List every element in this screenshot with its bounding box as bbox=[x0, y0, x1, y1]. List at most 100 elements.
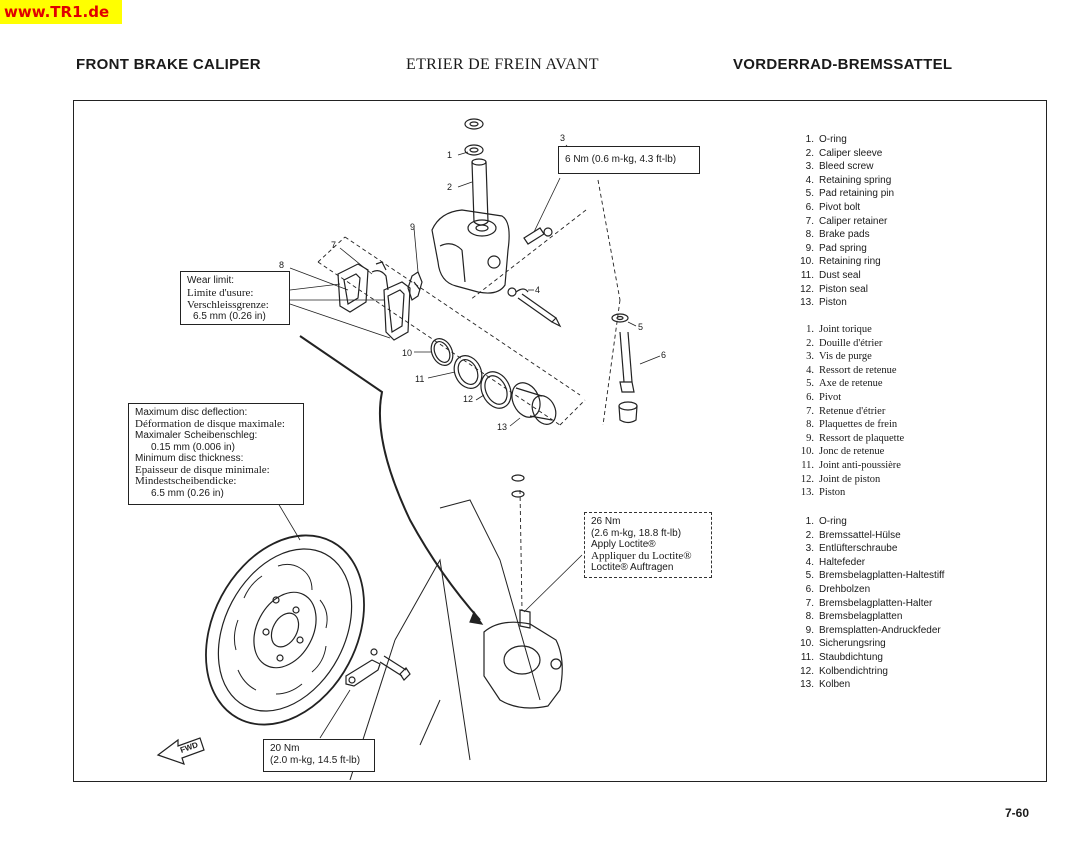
title-german: VORDERRAD-BREMSSATTEL bbox=[733, 56, 953, 73]
dust-seal-part bbox=[453, 355, 483, 389]
disc-deflection-value: 0.15 mm (0.006 in) bbox=[151, 441, 235, 453]
wear-limit-en: Wear limit: bbox=[187, 275, 235, 286]
list-item: 12.Joint de piston bbox=[800, 473, 881, 485]
list-item: 4.Haltefeder bbox=[805, 556, 866, 568]
torque-spec-caliper-bolt: 26 Nm (2.6 m-kg, 18.8 ft-lb) Apply Locti… bbox=[584, 512, 712, 578]
callout-10: 10 bbox=[402, 348, 413, 358]
pad-retaining-pin-part bbox=[517, 293, 629, 328]
fwd-arrow-icon bbox=[156, 737, 205, 765]
callout-9: 9 bbox=[410, 222, 416, 232]
list-item: 9.Ressort de plaquette bbox=[806, 432, 905, 444]
title-french: ETRIER DE FREIN AVANT bbox=[406, 56, 599, 73]
list-item: 8.Brake pads bbox=[805, 229, 870, 241]
loctite-de: Loctite® Auftragen bbox=[591, 562, 674, 573]
list-item: 3.Vis de purge bbox=[806, 351, 872, 363]
list-item: 10.Sicherungsring bbox=[800, 638, 886, 650]
list-item: 7.Retenue d'étrier bbox=[806, 405, 886, 417]
loctite-fr: Appliquer du Loctite® bbox=[591, 549, 692, 562]
torque-value: 26 Nm bbox=[591, 516, 621, 527]
retaining-spring-part bbox=[507, 287, 529, 297]
list-item: 4.Retaining spring bbox=[805, 174, 892, 186]
piston-part bbox=[511, 382, 557, 425]
brake-disc bbox=[205, 534, 365, 726]
list-item: 13.Piston bbox=[800, 297, 847, 309]
list-item: 11.Staubdichtung bbox=[800, 651, 883, 663]
fork-leg bbox=[349, 499, 541, 781]
list-item: 7.Caliper retainer bbox=[805, 215, 888, 227]
caliper-retainer-part bbox=[371, 261, 389, 291]
parts-list-german: 1.O-ring 2.Bremssattel-Hülse 3.Entlüfter… bbox=[790, 515, 944, 692]
callout-11: 11 bbox=[415, 374, 425, 384]
list-item: 9.Bremsplatten-Andruckfeder bbox=[805, 624, 941, 636]
list-item: 5.Axe de retenue bbox=[806, 378, 883, 390]
list-item: 11.Joint anti-poussière bbox=[801, 459, 901, 471]
wear-limit-de: Verschleissgrenze: bbox=[187, 299, 269, 311]
list-item: 7.Bremsbelagplatten-Halter bbox=[805, 597, 933, 609]
guide-lines bbox=[317, 179, 621, 611]
list-item: 3.Bleed screw bbox=[805, 161, 874, 173]
wear-limit-box: Wear limit: Limite d'usure: Verschleissg… bbox=[180, 271, 290, 325]
list-item: 6.Pivot bolt bbox=[805, 201, 861, 213]
callout-12: 12 bbox=[463, 394, 474, 404]
callout-3: 3 bbox=[560, 133, 566, 143]
disc-deflection-de: Maximaler Scheibenschleg: bbox=[135, 430, 258, 441]
page-number: 7-60 bbox=[1004, 806, 1029, 820]
o-ring-part bbox=[464, 118, 484, 156]
list-item: 6.Pivot bbox=[806, 391, 842, 403]
callout-8: 8 bbox=[279, 260, 285, 270]
list-item: 2.Bremssattel-Hülse bbox=[805, 529, 901, 541]
list-item: 13.Piston bbox=[800, 487, 846, 499]
callout-2: 2 bbox=[447, 182, 453, 192]
callout-4: 4 bbox=[535, 285, 541, 295]
pivot-bolt-part bbox=[618, 331, 638, 424]
list-item: 1.O-ring bbox=[805, 516, 847, 527]
torque-units: (2.0 m-kg, 14.5 ft-lb) bbox=[270, 755, 361, 766]
parts-list-french: 1.Joint torique 2.Douille d'étrier 3.Vis… bbox=[790, 323, 904, 500]
list-item: 1.Joint torique bbox=[806, 324, 872, 335]
torque-spec-torque-arm: 20 Nm (2.0 m-kg, 14.5 ft-lb) bbox=[263, 739, 375, 772]
list-item: 10.Retaining ring bbox=[800, 256, 881, 268]
list-item: 11.Dust seal bbox=[800, 269, 861, 281]
wear-limit-value: 6.5 mm (0.26 in) bbox=[193, 311, 266, 322]
callout-13: 13 bbox=[497, 422, 508, 432]
list-item: 5.Bremsbelagplatten-Haltestiff bbox=[805, 570, 945, 582]
disc-deflection-en: Maximum disc deflection: bbox=[135, 407, 248, 418]
disc-thickness-value: 6.5 mm (0.26 in) bbox=[151, 487, 224, 499]
parts-list-english: 1.O-ring 2.Caliper sleeve 3.Bleed screw … bbox=[790, 133, 894, 310]
brake-hose bbox=[299, 335, 481, 621]
retaining-ring-part bbox=[430, 338, 454, 366]
list-item: 9.Pad spring bbox=[805, 242, 867, 254]
callout-7: 7 bbox=[331, 240, 337, 250]
torque-spec-text: 6 Nm (0.6 m-kg, 4.3 ft-lb) bbox=[565, 154, 677, 165]
disc-thickness-fr: Epaisseur de disque minimale: bbox=[135, 463, 270, 476]
pad-spring-part bbox=[407, 271, 423, 301]
list-item: 1.O-ring bbox=[805, 134, 847, 145]
torque-arm bbox=[345, 648, 411, 687]
disc-deflection-fr: Déformation de disque maximale: bbox=[135, 417, 285, 430]
torque-value: 20 Nm bbox=[270, 743, 300, 754]
list-item: 8.Plaquettes de frein bbox=[806, 419, 898, 431]
title-english: FRONT BRAKE CALIPER bbox=[76, 56, 261, 73]
list-item: 3.Entlüfterschraube bbox=[805, 543, 898, 555]
caliper-body-part bbox=[431, 209, 510, 294]
callout-5: 5 bbox=[638, 322, 644, 332]
list-item: 13.Kolben bbox=[800, 679, 851, 691]
callout-6: 6 bbox=[661, 350, 667, 360]
list-item: 2.Caliper sleeve bbox=[805, 147, 883, 159]
wear-limit-fr: Limite d'usure: bbox=[187, 287, 254, 299]
piston-seal-part bbox=[480, 371, 512, 409]
list-item: 10.Jonc de retenue bbox=[800, 446, 885, 458]
loctite-en: Apply Loctite® bbox=[591, 539, 656, 550]
callout-1: 1 bbox=[447, 150, 453, 160]
list-item: 6.Drehbolzen bbox=[805, 583, 871, 595]
brake-pads-part bbox=[337, 263, 411, 341]
list-item: 12.Kolbendichtring bbox=[800, 665, 888, 677]
torque-spec-bleed-screw: 6 Nm (0.6 m-kg, 4.3 ft-lb) bbox=[558, 146, 700, 174]
disc-spec-box: Maximum disc deflection: Déformation de … bbox=[128, 403, 304, 505]
torque-units: (2.6 m-kg, 18.8 ft-lb) bbox=[591, 527, 682, 539]
list-item: 2.Douille d'étrier bbox=[806, 337, 883, 349]
list-item: 12.Piston seal bbox=[800, 283, 868, 295]
list-item: 4.Ressort de retenue bbox=[806, 364, 897, 376]
list-item: 5.Pad retaining pin bbox=[805, 188, 895, 200]
